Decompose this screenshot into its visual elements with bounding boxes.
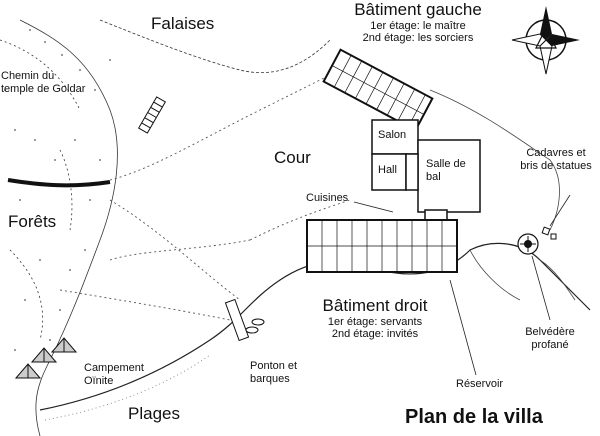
- label-hall: Hall: [378, 164, 397, 176]
- batiment-droit-floor2: 2nd étage: invités: [331, 328, 419, 341]
- right-building: [306, 219, 458, 273]
- temple-path: [7, 178, 111, 188]
- compass-rose-icon: [511, 6, 580, 75]
- label-chemin: Chemin du temple de Goldar: [1, 70, 85, 95]
- forest-area: [0, 19, 118, 436]
- batiment-gauche-floor2: 2nd étage: les sorciers: [362, 32, 474, 45]
- left-building: [322, 48, 434, 132]
- trails: [59, 74, 351, 321]
- beach-dots: [44, 354, 211, 421]
- label-forets: Forêts: [8, 212, 57, 231]
- salle-line2: bal: [426, 170, 441, 183]
- label-cour: Cour: [274, 148, 311, 167]
- salle-line1: Salle de: [426, 158, 466, 170]
- label-cuisines: Cuisines: [306, 192, 349, 204]
- statue-debris: [541, 226, 557, 240]
- map-title: Plan de la villa: [405, 406, 543, 428]
- label-batiment-droit: Bâtiment droit 1er étage: servants 2nd é…: [300, 296, 450, 341]
- label-campement: Campement Oïnite: [84, 362, 144, 387]
- label-belvedere: Belvédère profané: [510, 326, 590, 351]
- terrain-right: [429, 89, 560, 231]
- cadavres-line2: bris de statues: [520, 159, 592, 172]
- ponton-line2: barques: [250, 372, 290, 385]
- belvedere-line2: profané: [531, 338, 569, 351]
- label-cadavres: Cadavres et bris de statues: [512, 147, 600, 172]
- forest-stipple: [4, 29, 111, 351]
- batiment-droit-name: Bâtiment droit: [322, 296, 428, 315]
- belvedere: [517, 233, 539, 255]
- label-falaises: Falaises: [151, 14, 215, 33]
- leader-lines: [353, 194, 571, 376]
- label-plages: Plages: [128, 404, 180, 423]
- coast-rocks: [469, 249, 576, 301]
- chemin-line1: Chemin du: [1, 70, 55, 82]
- label-ponton: Ponton et barques: [250, 360, 297, 385]
- batiment-gauche-name: Bâtiment gauche: [354, 0, 482, 19]
- tent-icon: [14, 337, 78, 379]
- label-salle-de-bal: Salle de bal: [426, 158, 466, 183]
- batiment-droit-floor1: 1er étage: servants: [327, 315, 423, 328]
- label-salon: Salon: [378, 129, 407, 141]
- cliff-stairs: [137, 96, 167, 134]
- pier: [224, 298, 265, 342]
- ponton-line1: Ponton et: [250, 360, 298, 372]
- label-batiment-gauche: Bâtiment gauche 1er étage: le maître 2nd…: [338, 0, 498, 45]
- label-reservoir: Réservoir: [456, 378, 504, 390]
- cliff-edge: [99, 19, 331, 74]
- batiment-gauche-floor1: 1er étage: le maître: [370, 19, 466, 32]
- belvedere-line1: Belvédère: [525, 326, 575, 338]
- campement-line1: Campement: [84, 362, 144, 374]
- chemin-line2: temple de Goldar: [1, 82, 86, 95]
- campement-line2: Oïnite: [84, 374, 114, 387]
- cadavres-line1: Cadavres et: [526, 147, 586, 159]
